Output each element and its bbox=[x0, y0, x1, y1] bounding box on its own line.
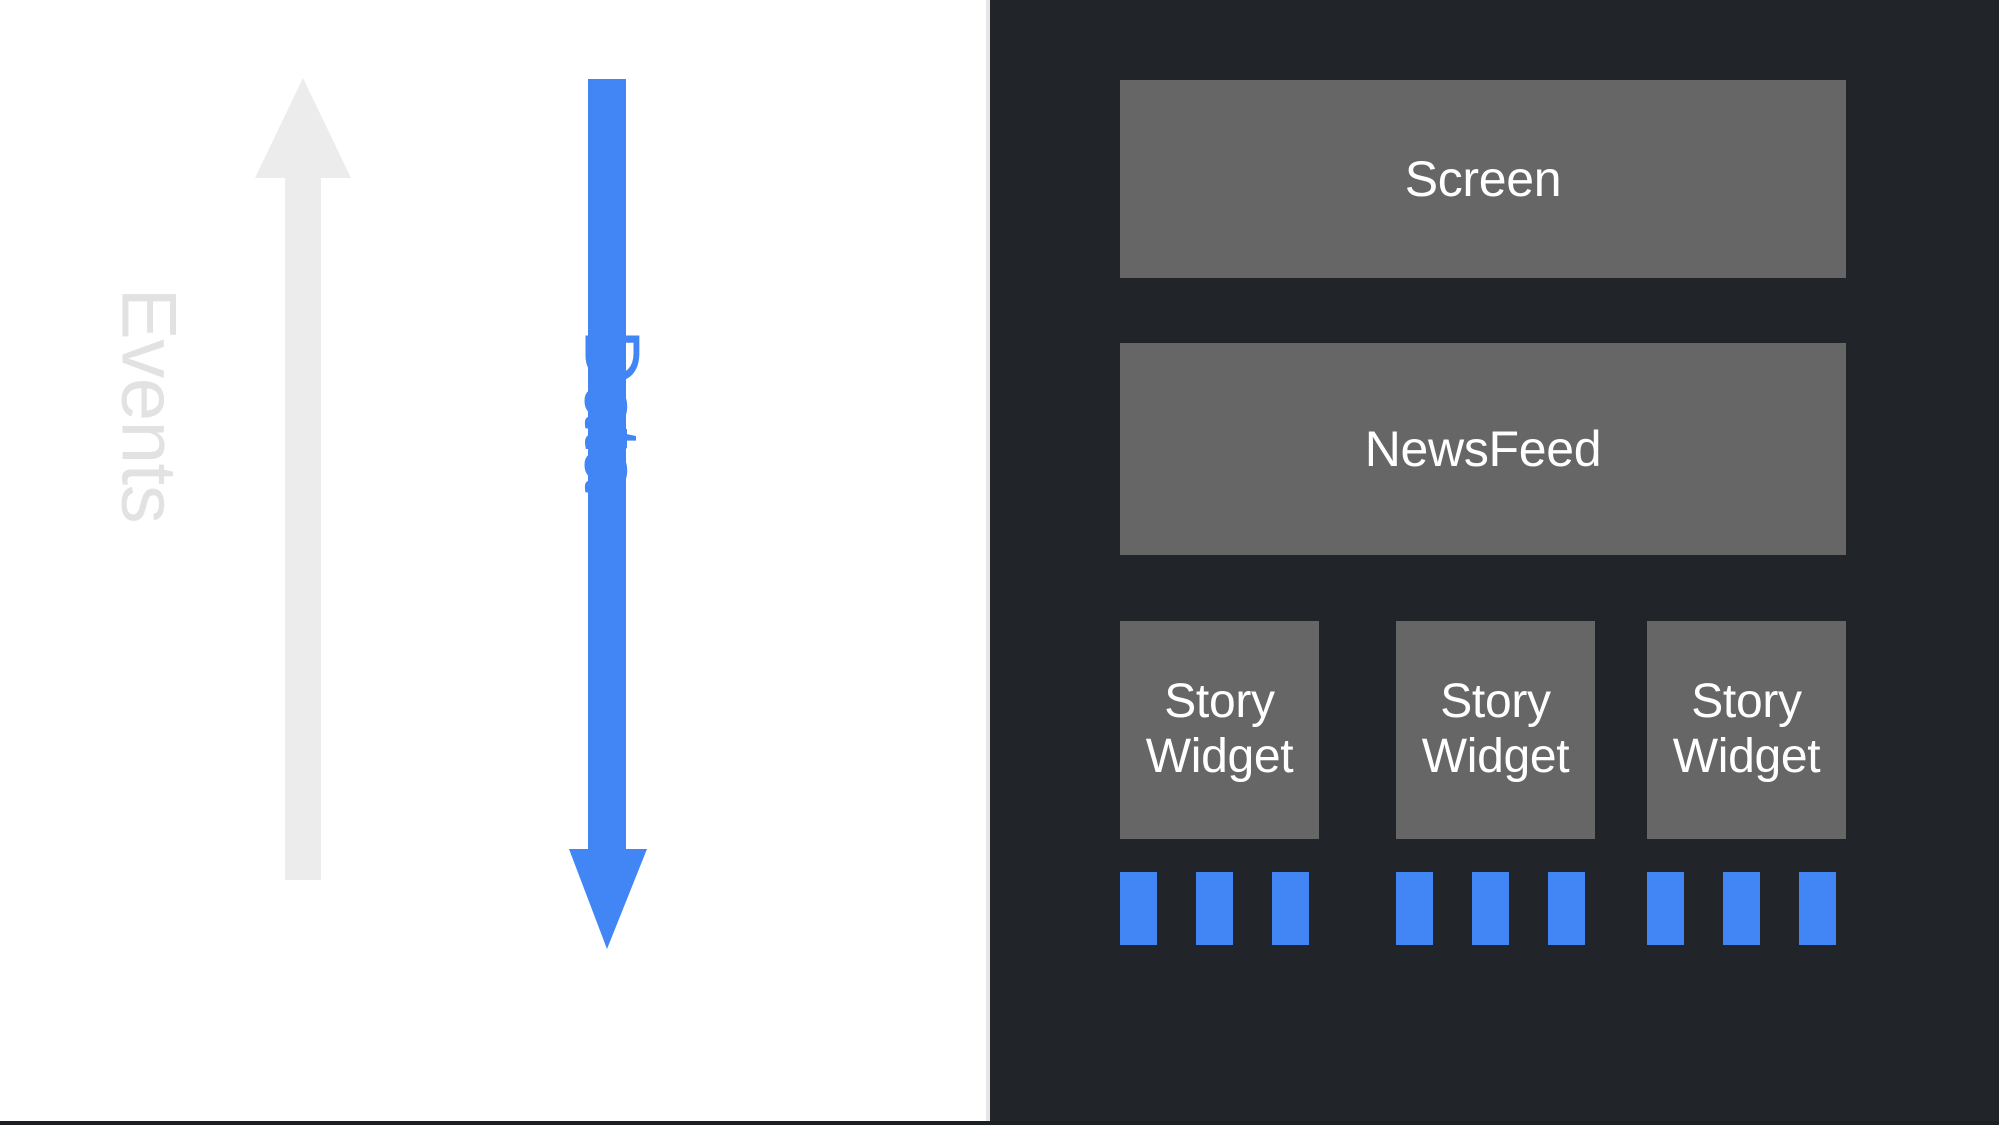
story-widget-line1: Story bbox=[1440, 675, 1551, 729]
component-tree-panel: Screen NewsFeed Story Widget Story Widge… bbox=[990, 0, 1999, 1125]
flow-legend-region: Events Data bbox=[0, 0, 990, 1125]
leaf-node-group bbox=[1396, 872, 1595, 945]
data-arrow-icon bbox=[569, 79, 647, 949]
leaf-node-group bbox=[1647, 872, 1846, 945]
leaf-node[interactable] bbox=[1548, 872, 1585, 945]
story-widget-line2: Widget bbox=[1421, 730, 1570, 783]
screen-node[interactable]: Screen bbox=[1120, 80, 1846, 278]
events-flow-label: Events bbox=[105, 287, 194, 524]
leaf-node[interactable] bbox=[1120, 872, 1157, 945]
story-widget-node[interactable]: Story Widget bbox=[1120, 621, 1319, 839]
story-widget-line2: Widget bbox=[1672, 730, 1821, 783]
newsfeed-node[interactable]: NewsFeed bbox=[1120, 343, 1846, 555]
story-widget-node[interactable]: Story Widget bbox=[1396, 621, 1595, 839]
leaf-node[interactable] bbox=[1196, 872, 1233, 945]
leaf-node[interactable] bbox=[1472, 872, 1509, 945]
leaf-node[interactable] bbox=[1799, 872, 1836, 945]
events-arrow-icon bbox=[255, 78, 351, 880]
leaf-node[interactable] bbox=[1723, 872, 1760, 945]
story-widget-line1: Story bbox=[1691, 675, 1802, 729]
leaf-node[interactable] bbox=[1272, 872, 1309, 945]
bottom-rule bbox=[0, 1121, 1999, 1125]
data-flow-label: Data bbox=[568, 329, 657, 492]
panel-divider bbox=[986, 0, 990, 1125]
story-widget-line1: Story bbox=[1164, 675, 1275, 729]
leaf-node[interactable] bbox=[1647, 872, 1684, 945]
leaf-node-group bbox=[1120, 872, 1319, 945]
story-widget-line2: Widget bbox=[1145, 730, 1294, 783]
leaf-node[interactable] bbox=[1396, 872, 1433, 945]
story-widget-node[interactable]: Story Widget bbox=[1647, 621, 1846, 839]
